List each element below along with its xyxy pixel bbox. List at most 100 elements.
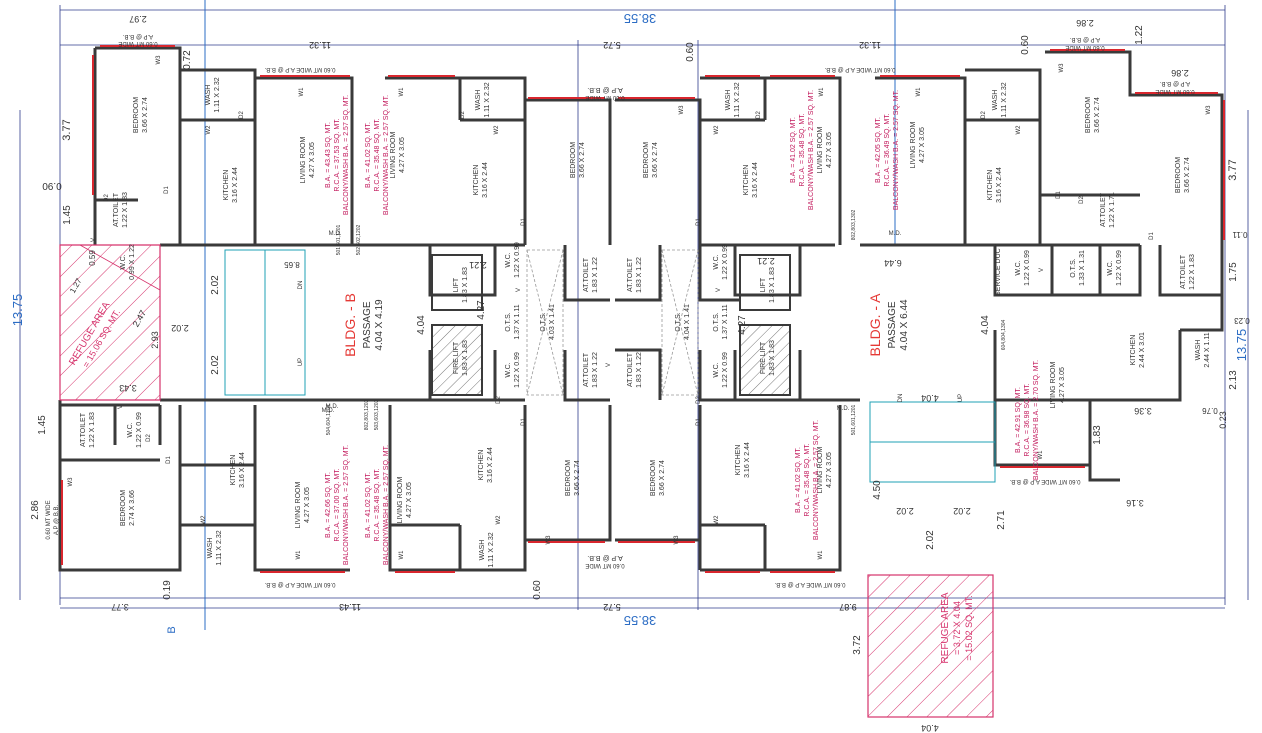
dim-core-top: 5.72 (603, 40, 621, 50)
bldg-a-passage: PASSAGE (887, 301, 898, 348)
room-name-bedroom-bc1: BEDROOM (565, 460, 572, 496)
dim-404b: 4.04 (980, 315, 991, 335)
refuge-bottom-area: = 15.02 SQ. MT. (964, 595, 974, 660)
area-ba-u1: B.A. = 43.43 SQ. MT. (325, 122, 332, 188)
room-size-at-toilet-3: 1.83 X 1.22 (592, 257, 599, 293)
area-bal-u4: BALCONY/WASH B.A. = 2.57 SQ. MT. (893, 90, 900, 210)
room-size-kitchen-5: 3.16 X 2.44 (239, 452, 246, 488)
refuge-area-left (59, 244, 161, 401)
door-d1-label-6: D1 (521, 418, 527, 426)
ap-tr-bal-1: 0.60 MT WIDE (1065, 44, 1104, 50)
vent-v-label-4: V (1039, 268, 1045, 272)
dim-gap-122: 1.22 (1134, 25, 1145, 45)
room-size-living-3: 4.27 X 3.05 (826, 132, 833, 168)
dim-145b: 1.45 (37, 415, 48, 435)
room-name-living-3: LIVING ROOM (817, 127, 824, 174)
area-ba-u7: B.A. = 41.02 SQ. MT. (795, 447, 802, 513)
room-name-bedroom-bl: BEDROOM (120, 490, 127, 526)
room-name-wc-2: W.C. (505, 252, 512, 267)
window-w2-label-0: W2 (206, 125, 212, 135)
room-size-bedroom-bc1: 3.66 X 2.74 (574, 460, 581, 496)
area-bal-u1: BALCONY/WASH B.A. = 2.57 SQ. MT. (343, 95, 350, 215)
room-name-living-6: LIVING ROOM (397, 477, 404, 524)
dim-top-left-balcony: 2.97 (129, 14, 147, 24)
window-w3-label-2: W3 (1059, 63, 1065, 73)
room-size-at-toilet-1: 1.22 X 1.83 (122, 192, 129, 228)
room-size-kitchen-4: 3.16 X 2.44 (996, 167, 1003, 203)
dim-gap-019: 0.19 (162, 580, 173, 600)
area-rca-u6: R.C.A. = 35.48 SQ. MT. (374, 468, 381, 541)
bldg-b-passage-size: 4.04 X 4.19 (374, 299, 385, 351)
dim-023b: 0.23 (1218, 411, 1228, 429)
dim-gap-072: 0.72 (182, 50, 193, 70)
dim-011: 0.11 (1232, 230, 1248, 239)
dim-059: 0.59 (88, 250, 97, 266)
area-rca-u7: R.C.A. = 35.48 SQ. MT. (804, 443, 811, 516)
room-name-ots-2: O.T.S. (540, 312, 547, 332)
area-ba-u4: B.A. = 42.05 SQ. MT. (875, 117, 882, 183)
dim-202f: 2.02 (925, 530, 936, 550)
dim-left-edge-bottom: 3.77 (111, 602, 129, 612)
room-name-kitchen-3: KITCHEN (743, 165, 750, 196)
stair-a-dn: DN (898, 394, 904, 403)
ap-top-left: 0.60 MT WIDE A.P @ B.B. (264, 66, 335, 72)
dim-202e: 2.02 (953, 506, 971, 516)
dim-202d: 2.02 (896, 506, 914, 516)
room-size-ots-1: 1.37 X 1.11 (514, 304, 521, 339)
room-size-lift-b: 1.83 X 1.83 (462, 267, 469, 303)
room-size-wc-7: 1.22 X 0.99 (1024, 250, 1031, 286)
dim-175: 1.75 (1228, 262, 1239, 282)
section-b-label: B (166, 626, 178, 633)
area-bal-u5: BALCONY/WASH B.A. = 2.57 SQ. MT. (343, 445, 350, 565)
door-d2-label-3: D2 (981, 111, 987, 119)
dim-221b: 2.21 (757, 256, 775, 266)
door-d1-label-1: D1 (521, 218, 527, 226)
door-d2-label-0: D2 (239, 111, 245, 119)
room-name-kitchen-4: KITCHEN (987, 170, 994, 201)
main-door-label-0: M.D. (329, 231, 342, 237)
unit-u7: 501,601,1201 (851, 404, 857, 435)
bldg-b-title: BLDG. - B (342, 293, 358, 357)
room-size-wash-4: 1.11 X 2.32 (1001, 82, 1008, 117)
door-d2-label-2: D2 (756, 111, 762, 119)
room-name-service-duct: SERVICE DUCT (995, 243, 1002, 296)
room-name-wash-2: WASH (475, 90, 482, 111)
room-size-kitchen-2: 3.16 X 2.44 (482, 162, 489, 198)
room-name-fire-lift-b: FIRE LIFT (453, 341, 460, 374)
room-size-wc-3: 1.22 X 0.99 (514, 352, 521, 388)
ap-tl-bal-2: A.P @ B.B. (123, 33, 154, 39)
room-name-at-toilet-6: AT.TOILET (1180, 254, 1187, 289)
room-name-wc-4: W.C. (127, 422, 134, 437)
room-name-ots-6: O.T.S. (1070, 258, 1077, 278)
ap-r-bal-1: A.P @ B.B. (1160, 80, 1191, 86)
room-size-living-4: 4.27 X 3.05 (919, 127, 926, 163)
room-size-living-2: 4.27 X 3.05 (399, 137, 406, 173)
door-d1-label-5: D1 (166, 456, 172, 464)
room-size-wc-5: 1.22 X 0.99 (722, 244, 729, 280)
door-d2-label-5: D2 (1079, 196, 1085, 204)
ap-r-bal-2: 0.60 MT WIDE (1155, 88, 1194, 94)
room-size-wc-2: 1.22 X 0.99 (514, 242, 521, 278)
dim-090: 0.90 (42, 180, 62, 191)
dim-213: 2.13 (1228, 370, 1239, 390)
area-bal-u8: BALCONY/WASH B.A. = 2.70 SQ. MT. (1033, 360, 1040, 480)
door-d2-label-6: D2 (146, 434, 152, 442)
dim-right-wing: 11.32 (859, 40, 881, 50)
window-w1-label-7: W1 (1038, 450, 1044, 460)
room-name-ots-4: O.T.S. (713, 312, 720, 332)
area-bal-u3: BALCONY/WASH B.A. = 2.57 SQ. MT. (808, 90, 815, 210)
room-size-at-toilet-6: 1.22 X 1.83 (1189, 254, 1196, 290)
vent-v-label-2: V (606, 363, 612, 367)
room-size-at-toilet-4: 1.83 X 1.22 (592, 352, 599, 388)
area-rca-u2: R.C.A. = 35.48 SQ. MT. (374, 118, 381, 191)
dim-023: 0.23 (1234, 316, 1250, 325)
room-name-wash-6: WASH (479, 540, 486, 561)
unit-u1: 501,601,1201 (336, 224, 342, 255)
window-w2-label-1: W2 (494, 125, 500, 135)
bldg-b-passage: PASSAGE (362, 301, 373, 348)
ots-shafts (526, 249, 699, 396)
room-name-kitchen-5: KITCHEN (230, 455, 237, 486)
dim-183: 1.83 (1092, 425, 1103, 445)
ap-bot-core-1: A.P @ B.B. (587, 554, 622, 561)
